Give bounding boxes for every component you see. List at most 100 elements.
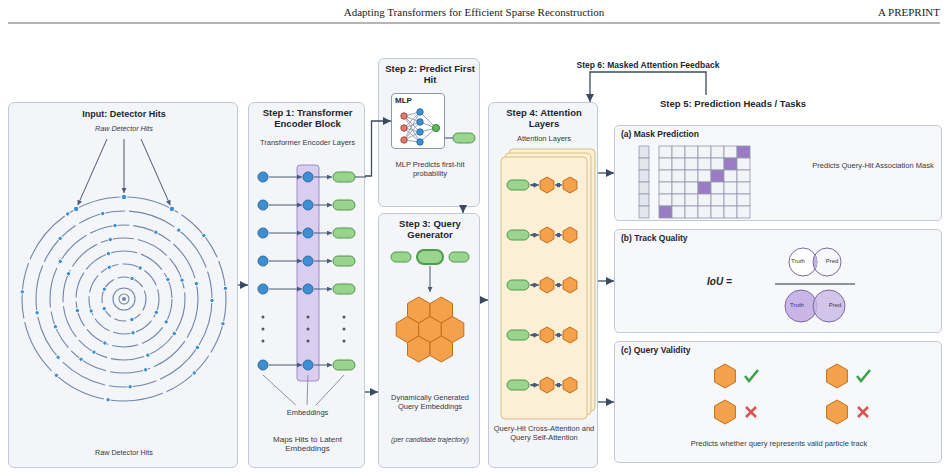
detector-hit [221,321,225,325]
hit-node [258,360,268,370]
mask-cell [672,158,685,170]
detector-layer [89,264,159,334]
detector-layer [76,251,172,347]
mask-cell [724,194,737,206]
small-arrow [555,335,562,336]
mask-cell [698,194,711,206]
small-arrow [124,139,125,193]
small-arrow [78,139,107,205]
neuron [417,109,423,115]
mask-cell [711,182,724,194]
mask-cell [737,146,750,158]
detector-hit [154,230,158,234]
flow-arrow [462,207,463,213]
detector-layer [113,288,135,310]
detector-hit [131,331,135,335]
neuron [417,119,423,125]
mask-cell [659,146,672,158]
small-arrow [555,235,562,236]
detector-hit [20,290,24,294]
node-text: (per candidate trajectory) [381,436,479,444]
mask-cell [711,170,724,182]
mlp-box: MLP [391,93,445,149]
cross-mark [858,407,868,417]
mask-cell [724,182,737,194]
detector-hit [195,345,199,349]
embedding-pill [333,228,355,238]
flow-arrow [365,121,391,176]
mask-cell [685,194,698,206]
embedding-pill [391,252,411,262]
mask-cell [659,206,672,218]
detector-hit [172,331,176,335]
detector-hit [177,228,181,232]
query-hexagon [563,277,577,293]
node-text: Maps Hits to Latent Embeddings [253,435,362,453]
small-arrow [530,385,539,386]
mask-cell [698,206,711,218]
detector-hit [106,398,110,402]
process-panel: Step 1: Transformer Encoder BlockTransfo… [248,102,365,468]
node-text: Truth [787,258,809,265]
leader-line [263,375,296,405]
input-panel: Input: Detector HitsRaw Detector HitsRaw… [8,102,238,468]
query-hexagon [430,336,453,362]
node-text: Dynamically Generated Query Embeddings [383,394,477,411]
detector-hit [103,341,107,345]
mask-cell [698,170,711,182]
detector-layer [102,277,146,321]
beam-spot [122,297,126,301]
query-hexagon [563,377,577,393]
node-text: Query-Hit Cross-Attention and Query Self… [493,425,595,442]
flow-arrow [598,172,614,173]
query-hexagon [540,327,554,343]
detector-hit [164,320,168,324]
detector-hit [75,308,79,312]
query-hexagon [563,227,577,243]
mask-cell [685,158,698,170]
mask-cell [685,206,698,218]
detector-hit [56,355,60,359]
mask-cell [724,170,737,182]
small-arrow [269,205,302,206]
node-text: Pred [821,258,843,265]
detector-hit [106,251,110,255]
small-arrow [314,177,332,178]
small-arrow [314,233,332,234]
embedding-pill [507,230,529,240]
embedding-pill [333,256,355,266]
small-arrow [314,289,332,290]
ellipsis-dot [343,316,346,319]
detector-hit [223,286,227,290]
mask-cell [698,158,711,170]
mask-cell [672,146,685,158]
ellipsis-dot [307,340,310,343]
node-text: IoU = [707,276,753,288]
attention-layer [501,157,587,419]
query-hexagon [827,364,848,388]
embedding-pill [449,252,469,262]
query-vector-cell [639,194,649,206]
mask-cell [737,206,750,218]
hit-node [258,228,268,238]
detector-hit [154,310,158,314]
hit-node [258,284,268,294]
small-arrow [269,261,302,262]
embedding-pill [333,172,355,182]
detector-hit [210,298,214,302]
mask-cell [737,158,750,170]
mask-cell [659,170,672,182]
detector-hit [138,266,142,270]
mask-cell [724,206,737,218]
node-text: Raw Detector Hits [9,125,239,133]
node-text: Predicts whether query represents valid … [635,440,923,449]
detector-hit [146,353,150,357]
process-panel: Step 4: Attention LayersAttention Layers… [488,102,598,468]
mask-cell [659,182,672,194]
query-hexagon [827,400,848,424]
query-hexagon [540,377,554,393]
encoder-band [297,165,319,381]
embedding-pill [417,250,443,264]
node-illustration [615,126,943,222]
detector-layer [22,197,226,401]
